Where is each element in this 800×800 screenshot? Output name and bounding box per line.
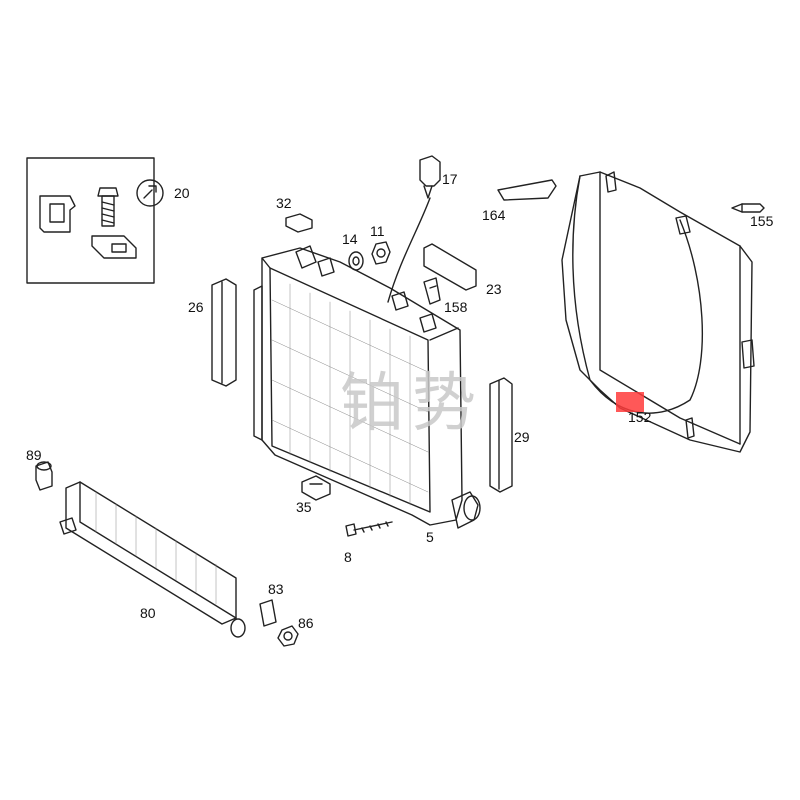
- label-8: 8: [344, 549, 352, 565]
- label-20: 20: [174, 185, 190, 201]
- label-89: 89: [26, 447, 42, 463]
- part-35-mount: [301, 475, 331, 501]
- label-17: 17: [442, 171, 458, 187]
- part-152-shroud: [561, 171, 755, 453]
- label-80: 80: [140, 605, 156, 621]
- part-32-pad: [285, 213, 313, 233]
- part-86-nut: [277, 625, 299, 647]
- watermark: 铂势: [340, 367, 484, 441]
- label-152: 152: [628, 409, 652, 425]
- part-11-nut: [371, 241, 391, 265]
- part-14-washer: [348, 251, 364, 271]
- label-86: 86: [298, 615, 314, 631]
- label-26: 26: [188, 299, 204, 315]
- label-158: 158: [444, 299, 468, 315]
- part-17-clip: [387, 155, 441, 303]
- label-155: 155: [750, 213, 774, 229]
- radiator: [253, 245, 481, 529]
- part-89-plug: [35, 461, 53, 491]
- label-83: 83: [268, 581, 284, 597]
- label-5: 5: [426, 529, 434, 545]
- label-32: 32: [276, 195, 292, 211]
- label-11: 11: [370, 223, 385, 239]
- part-29-strip: [489, 377, 513, 493]
- highlight-marker: [616, 392, 644, 412]
- part-83-bracket: [259, 599, 277, 627]
- label-14: 14: [342, 231, 358, 247]
- part-23-strip: [423, 243, 477, 291]
- part-80-cooler: [59, 481, 246, 638]
- label-23: 23: [486, 281, 502, 297]
- part-26-strip: [211, 278, 237, 387]
- part-158-clip: [423, 277, 441, 305]
- inset-box: [26, 157, 164, 284]
- label-35: 35: [296, 499, 312, 515]
- part-8-screw: [345, 521, 393, 537]
- part-155-pin: [731, 203, 765, 213]
- label-29: 29: [514, 429, 530, 445]
- part-164-bracket: [497, 179, 557, 201]
- label-164: 164: [482, 207, 506, 223]
